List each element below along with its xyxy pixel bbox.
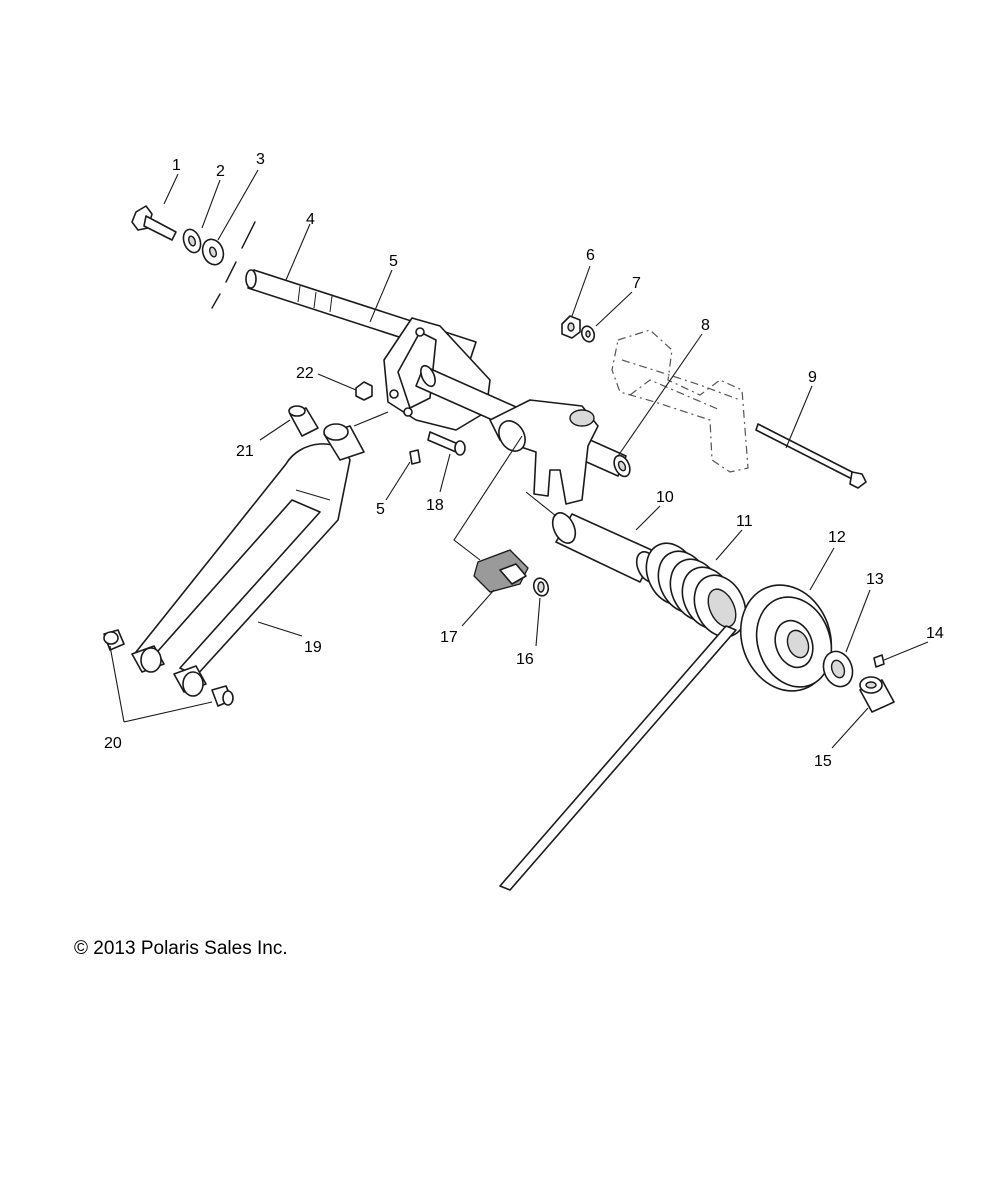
ghost-frame-outline (611, 329, 749, 473)
callout-21: 21 (236, 443, 254, 460)
nut-part-6 (561, 315, 581, 339)
bolt-part-18 (427, 431, 466, 456)
callout-22: 22 (296, 365, 314, 382)
callout-2: 2 (216, 163, 225, 180)
bolt-part-9 (755, 423, 867, 489)
collar-part-15 (859, 676, 895, 713)
callout-15: 15 (814, 753, 832, 770)
callout-8: 8 (701, 317, 710, 334)
callout-18: 18 (426, 497, 444, 514)
washer-part-13 (822, 650, 854, 688)
nut-part-22 (355, 381, 373, 401)
callout-1: 1 (172, 157, 181, 174)
link-arm-part-19 (131, 423, 365, 697)
callout-20: 20 (104, 735, 122, 752)
callout-16: 16 (516, 651, 534, 668)
torsion-spring-part-11 (499, 542, 747, 891)
callout-11: 11 (736, 513, 753, 530)
adjuster-block-part-17 (473, 549, 529, 593)
bushing-part-21 (288, 405, 319, 437)
callout-5-lower: 5 (376, 501, 385, 518)
washer-part-2 (182, 228, 202, 254)
copyright-notice: © 2013 Polaris Sales Inc. (74, 938, 288, 959)
washer-part-7 (580, 325, 596, 343)
callout-10: 10 (656, 489, 674, 506)
callout-6: 6 (586, 247, 595, 264)
assembly-line (453, 435, 523, 561)
callout-12: 12 (828, 529, 846, 546)
callout-14: 14 (926, 625, 944, 642)
callout-19: 19 (304, 639, 322, 656)
callout-7: 7 (632, 275, 641, 292)
washer-part-3 (201, 238, 225, 266)
washer-part-16 (532, 577, 550, 597)
assembly-line (525, 491, 557, 517)
leader-lines (109, 169, 929, 749)
pulley-part-12 (739, 584, 833, 692)
callout-5: 5 (389, 253, 398, 270)
assembly-line (353, 411, 389, 427)
grease-fitting-part-5 (409, 449, 421, 465)
break-line (211, 221, 256, 309)
yoke-fork (489, 399, 599, 505)
callout-4: 4 (306, 211, 315, 228)
callout-17: 17 (440, 629, 458, 646)
bushing-part-20 (103, 629, 234, 707)
set-screw-part-14 (873, 654, 885, 668)
callout-3: 3 (256, 151, 265, 168)
callout-13: 13 (866, 571, 884, 588)
callout-9: 9 (808, 369, 817, 386)
callout-labels: 1 2 3 4 5 5 6 7 8 9 10 11 12 13 14 15 16… (104, 151, 944, 770)
bolt-part-1 (131, 205, 177, 241)
